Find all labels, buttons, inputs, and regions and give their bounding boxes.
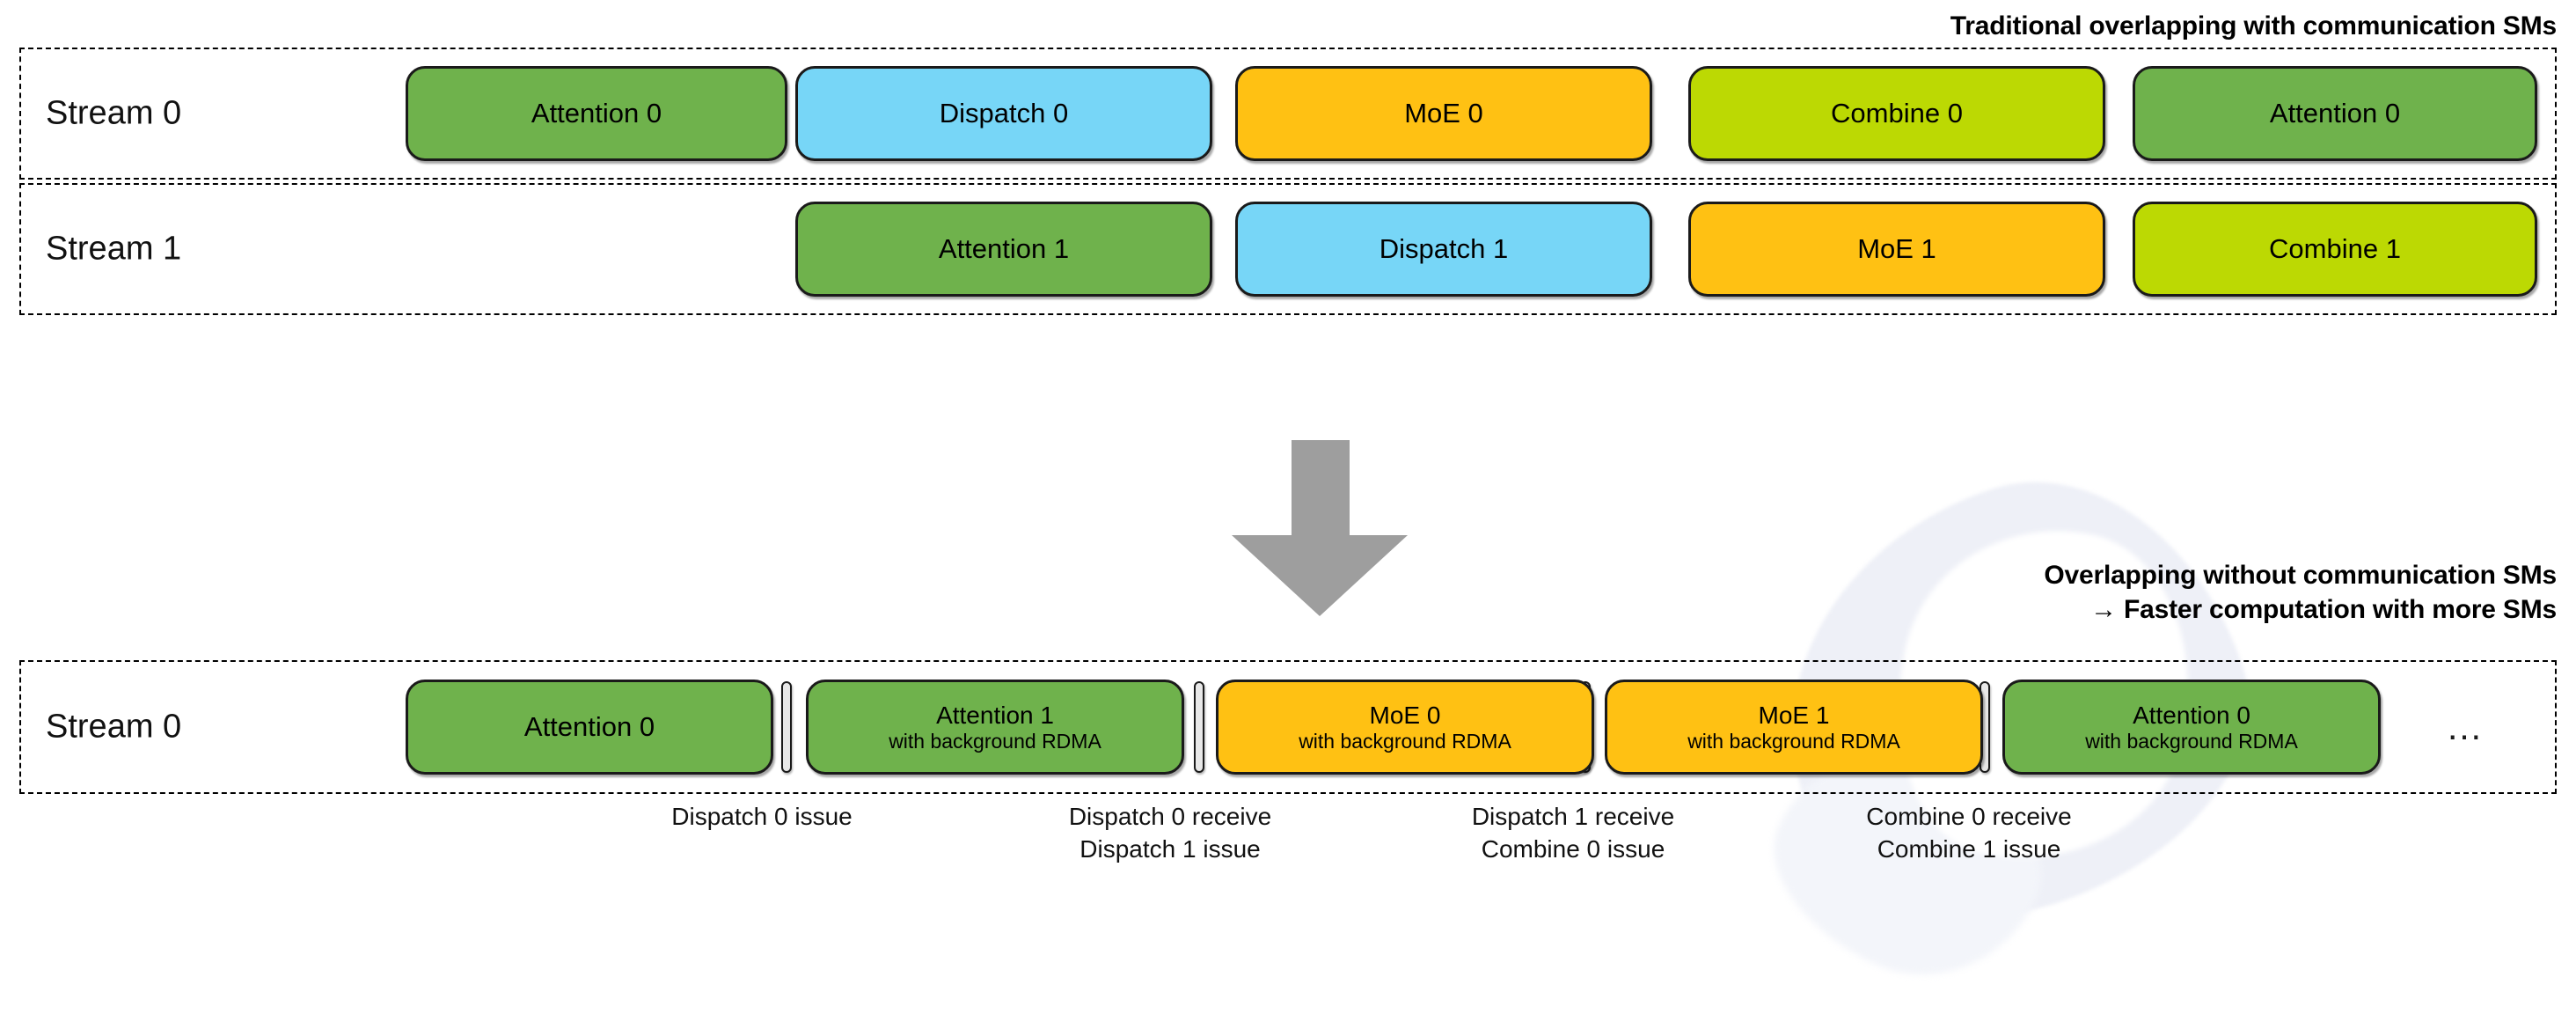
task-block-subtitle: with background RDMA (1687, 729, 1900, 753)
annotation-line: Combine 1 issue (1877, 834, 2061, 863)
task-block-title: Attention 0 (2269, 97, 2401, 129)
caption-bottom-line-1: Overlapping without communication SMs (2044, 561, 2557, 590)
down-arrow-icon (1232, 440, 1408, 616)
task-block-title: MoE 0 (1369, 702, 1441, 730)
task-block-title: Attention 1 (936, 702, 1054, 730)
task-block-title: Dispatch 0 (939, 97, 1069, 129)
task-block-subtitle: with background RDMA (2085, 729, 2298, 753)
annotation-line: Dispatch 1 receive (1471, 803, 1675, 830)
task-block: MoE 0 (1235, 66, 1652, 161)
task-block: MoE 1 (1688, 202, 2105, 297)
task-block-title: Dispatch 1 (1379, 232, 1509, 264)
task-block: Combine 1 (2133, 202, 2537, 297)
task-block-title: MoE 1 (1857, 232, 1936, 264)
task-block-subtitle: with background RDMA (889, 729, 1101, 753)
task-block-title: Attention 0 (531, 97, 662, 129)
annotation-label: Dispatch 0 issue (671, 801, 852, 834)
task-block: Combine 0 (1688, 66, 2105, 161)
lane-stream1-traditional: Stream 1 Attention 1 Dispatch 1 MoE 1 Combi… (19, 183, 2557, 315)
lane-label-stream0-bottom: Stream 0 (46, 708, 182, 746)
diagram-stage: Traditional overlapping with communicati… (0, 11, 2576, 933)
track-stream1-traditional: Attention 1 Dispatch 1 MoE 1 Combine 1 (21, 185, 2555, 313)
annotation-line: Dispatch 1 issue (1079, 834, 1261, 863)
task-block: Attention 1 (795, 202, 1212, 297)
caption-overlapping-without-sms: Overlapping without communication SMs → … (2044, 558, 2557, 627)
annotation-line: Dispatch 0 receive (1068, 803, 1272, 830)
task-block: Dispatch 0 (795, 66, 1212, 161)
lane-stream0-traditional: Stream 0 Attention 0 Dispatch 0 MoE 0 Combi… (19, 48, 2557, 180)
track-stream0-traditional: Attention 0 Dispatch 0 MoE 0 Combine 0 Atten… (21, 49, 2555, 178)
task-block-title: Combine 0 (1831, 97, 1963, 129)
task-block: Attention 0 (406, 680, 773, 775)
lane-label-stream0-top: Stream 0 (46, 94, 182, 132)
stage-separator-bar (1194, 681, 1204, 773)
annotation-line: Combine 0 issue (1481, 834, 1665, 863)
caption-bottom-line-2: → Faster computation with more SMs (2090, 595, 2557, 624)
task-block-subtitle: with background RDMA (1299, 729, 1511, 753)
task-block-title: MoE 1 (1758, 702, 1830, 730)
stage-separator-bar (781, 681, 792, 773)
task-block: Attention 0 (406, 66, 787, 161)
annotation-line: Dispatch 0 issue (671, 803, 853, 830)
task-block-title: Combine 1 (2269, 232, 2401, 264)
task-block-title: Attention 1 (938, 232, 1070, 264)
task-block: Dispatch 1 (1235, 202, 1652, 297)
caption-traditional-overlapping: Traditional overlapping with communicati… (1950, 11, 2557, 40)
task-block: Attention 0 (2133, 66, 2537, 161)
task-block-title: Attention 0 (523, 710, 655, 742)
task-block-title: Attention 0 (2133, 702, 2250, 730)
annotation-line: Combine 0 receive (1866, 803, 2072, 830)
lane-label-stream1-top: Stream 1 (46, 230, 182, 268)
ellipsis-indicator: … (2446, 706, 2487, 747)
task-block-title: MoE 0 (1404, 97, 1483, 129)
